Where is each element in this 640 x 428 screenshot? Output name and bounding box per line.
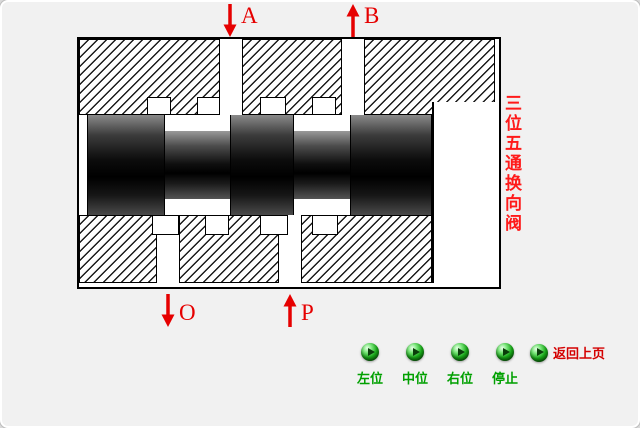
port-b-arrow-up-icon: [346, 4, 360, 37]
port-o-arrow-down-icon: [161, 294, 175, 327]
port-seat-notch: [260, 215, 288, 235]
play-icon: [451, 343, 469, 361]
button-right-position[interactable]: 右位: [440, 343, 480, 387]
spool-land-right: [350, 115, 432, 215]
button-back-label: 返回上页: [553, 347, 606, 362]
port-seat-notch: [205, 215, 229, 235]
button-left-position[interactable]: 左位: [350, 343, 390, 387]
button-middle-position[interactable]: 中位: [395, 343, 435, 387]
port-seat-notch: [312, 97, 336, 115]
port-a-arrow-down-icon: [223, 4, 237, 37]
button-stop-label: 停止: [491, 372, 518, 387]
button-middle-position-label: 中位: [401, 372, 428, 387]
port-seat-notch: [312, 215, 338, 235]
spool-end-chamber: [432, 102, 495, 283]
port-seat-notch: [197, 97, 220, 115]
port-p-label: P: [301, 300, 314, 325]
button-left-position-label: 左位: [356, 372, 383, 387]
play-icon: [496, 343, 514, 361]
play-icon: [530, 343, 548, 362]
port-a-label: A: [241, 3, 258, 28]
port-seat-notch: [260, 97, 286, 115]
play-icon: [361, 343, 379, 361]
spool-land-middle: [230, 115, 294, 215]
valve-body-block-bottom-left: [79, 215, 157, 283]
port-b-label: B: [364, 3, 380, 28]
port-o-label: O: [179, 300, 196, 325]
valve-title-vertical: 三位五通换向阀: [501, 94, 521, 234]
spool-land-left: [87, 115, 165, 215]
port-seat-notch: [152, 215, 179, 235]
valve-cross-section: [77, 37, 501, 289]
button-stop[interactable]: 停止: [485, 343, 525, 387]
play-icon: [406, 343, 424, 361]
button-back[interactable]: 返回上页: [530, 343, 605, 362]
port-seat-notch: [147, 97, 171, 115]
button-right-position-label: 右位: [446, 372, 473, 387]
port-p-arrow-up-icon: [283, 294, 297, 327]
